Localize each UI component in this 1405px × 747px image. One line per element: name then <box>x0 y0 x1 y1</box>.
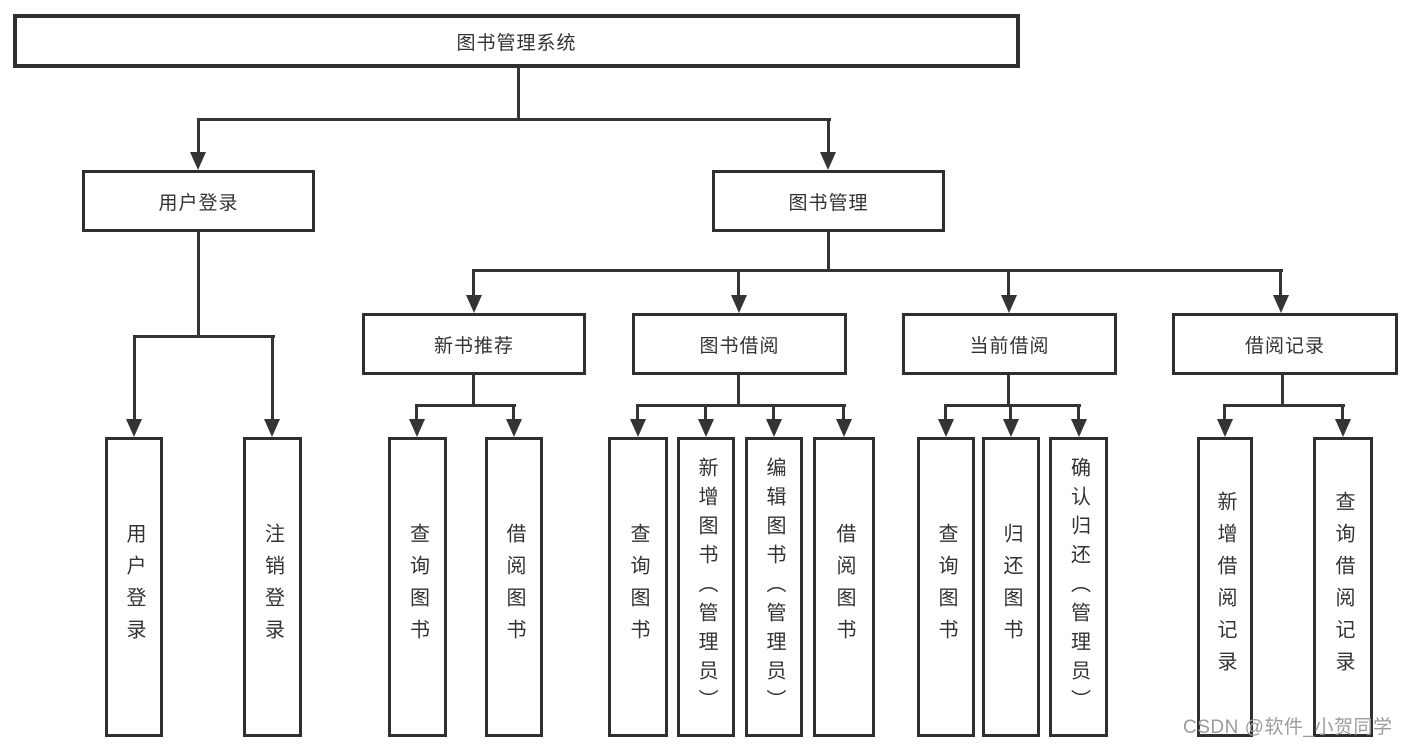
connector-line <box>197 232 200 338</box>
leaf-user-login-label: 用户登录 <box>123 523 145 651</box>
connector-line <box>842 404 845 421</box>
connector-line <box>945 404 1081 407</box>
connector-line <box>1007 375 1010 407</box>
node-book-borrow: 图书借阅 <box>632 313 847 375</box>
leaf-cb-query-books: 查询图书 <box>917 437 975 737</box>
connector-line <box>827 118 830 154</box>
node-new-book-recommend: 新书推荐 <box>362 313 586 375</box>
connector-line <box>1279 269 1282 297</box>
arrowhead-down <box>264 419 280 437</box>
arrowhead-down <box>630 419 646 437</box>
connector-line <box>416 404 516 407</box>
connector-line <box>512 404 515 421</box>
leaf-br-add-record-label: 新增借阅记录 <box>1214 491 1236 683</box>
leaf-nbr-query-books: 查询图书 <box>388 437 447 737</box>
node-book-management-label: 图书管理 <box>788 192 869 214</box>
arrowhead-down <box>938 419 954 437</box>
connector-line <box>197 118 831 121</box>
leaf-bb-add-books-admin: 新增图书（管理员） <box>677 437 735 737</box>
leaf-bb-borrow-books: 借阅图书 <box>813 437 875 737</box>
connector-line <box>1007 269 1010 297</box>
connector-line <box>1224 404 1345 407</box>
arrowhead-down <box>1335 419 1351 437</box>
connector-line <box>415 404 418 421</box>
leaf-br-add-record: 新增借阅记录 <box>1197 437 1253 737</box>
leaf-logout-login: 注销登录 <box>243 437 302 737</box>
connector-line <box>1223 404 1226 421</box>
connector-line <box>737 269 740 297</box>
connector-line <box>473 269 1283 272</box>
leaf-br-query-record: 查询借阅记录 <box>1313 437 1373 737</box>
connector-line <box>133 335 275 338</box>
leaf-bb-add-books-admin-label: 新增图书（管理员） <box>695 456 717 718</box>
connector-line <box>472 269 475 297</box>
connector-line <box>472 375 475 407</box>
arrowhead-down <box>698 419 714 437</box>
connector-line <box>133 335 136 421</box>
arrowhead-down <box>1217 419 1233 437</box>
node-new-book-recommend-label: 新书推荐 <box>433 335 514 357</box>
arrowhead-down <box>1071 419 1087 437</box>
leaf-cb-confirm-return-admin: 确认归还（管理员） <box>1049 437 1108 737</box>
node-book-management: 图书管理 <box>712 170 945 232</box>
connector-line <box>1077 404 1080 421</box>
leaf-nbr-borrow-books-label: 借阅图书 <box>503 523 525 651</box>
leaf-nbr-borrow-books: 借阅图书 <box>485 437 543 737</box>
arrowhead-down <box>190 152 206 170</box>
connector-line <box>517 68 520 120</box>
arrowhead-down <box>731 295 747 313</box>
node-borrow-records: 借阅记录 <box>1172 313 1398 375</box>
arrowhead-down <box>506 419 522 437</box>
node-borrow-records-label: 借阅记录 <box>1244 335 1325 357</box>
connector-line <box>1009 404 1012 421</box>
node-root: 图书管理系统 <box>13 14 1020 68</box>
node-user-login: 用户登录 <box>82 170 315 232</box>
leaf-bb-query-books-label: 查询图书 <box>627 523 649 651</box>
leaf-logout-login-label: 注销登录 <box>261 523 284 651</box>
node-user-login-label: 用户登录 <box>158 192 239 214</box>
arrowhead-down <box>1001 295 1017 313</box>
connector-line <box>737 375 740 407</box>
connector-line <box>637 404 846 407</box>
connector-line <box>704 404 707 421</box>
leaf-cb-confirm-return-admin-label: 确认归还（管理员） <box>1067 456 1090 718</box>
arrowhead-down <box>466 295 482 313</box>
leaf-bb-edit-books-admin: 编辑图书（管理员） <box>745 437 803 737</box>
connector-line <box>772 404 775 421</box>
connector-line <box>1341 404 1344 421</box>
arrowhead-down <box>820 152 836 170</box>
arrowhead-down <box>1273 295 1289 313</box>
arrowhead-down <box>766 419 782 437</box>
leaf-bb-query-books: 查询图书 <box>608 437 668 737</box>
connector-line <box>197 118 200 154</box>
node-root-label: 图书管理系统 <box>456 32 577 54</box>
leaf-bb-borrow-books-label: 借阅图书 <box>833 523 855 651</box>
connector-line <box>636 404 639 421</box>
node-current-borrow-label: 当前借阅 <box>969 335 1050 357</box>
arrowhead-down <box>836 419 852 437</box>
leaf-user-login: 用户登录 <box>105 437 163 737</box>
node-current-borrow: 当前借阅 <box>902 313 1117 375</box>
arrowhead-down <box>126 419 142 437</box>
leaf-cb-return-books-label: 归还图书 <box>1000 523 1022 651</box>
connector-line <box>271 335 274 421</box>
connector-line <box>1281 375 1284 407</box>
leaf-bb-edit-books-admin-label: 编辑图书（管理员） <box>763 456 785 718</box>
connector-line <box>944 404 947 421</box>
leaf-cb-return-books: 归还图书 <box>982 437 1040 737</box>
csdn-watermark: CSDN @软件_小贺同学 <box>1183 717 1393 738</box>
arrowhead-down <box>1003 419 1019 437</box>
leaf-cb-query-books-label: 查询图书 <box>935 523 957 651</box>
leaf-nbr-query-books-label: 查询图书 <box>406 523 429 651</box>
leaf-br-query-record-label: 查询借阅记录 <box>1332 491 1354 683</box>
arrowhead-down <box>409 419 425 437</box>
connector-line <box>827 232 830 272</box>
node-book-borrow-label: 图书借阅 <box>699 335 780 357</box>
